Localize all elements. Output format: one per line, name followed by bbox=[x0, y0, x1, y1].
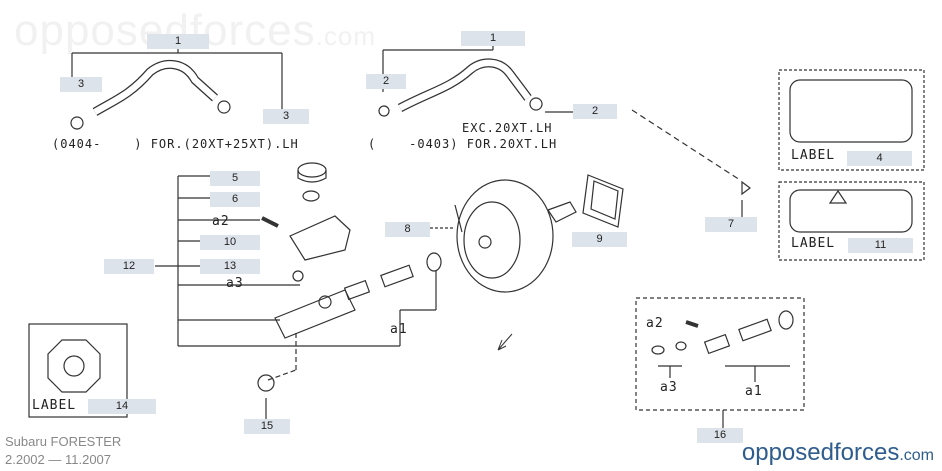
subpart-a3: a3 bbox=[226, 276, 244, 291]
callout-14[interactable]: 14 bbox=[88, 399, 156, 414]
subpart-a1: a1 bbox=[390, 322, 408, 337]
callout-16[interactable]: 16 bbox=[697, 428, 743, 443]
callout-5[interactable]: 5 bbox=[210, 171, 260, 186]
reservoir-cap bbox=[297, 162, 327, 178]
label-4-box bbox=[778, 69, 925, 171]
brand-logo[interactable]: opposedforces.com bbox=[742, 439, 934, 467]
master-cylinder-body bbox=[274, 289, 356, 339]
brake-booster bbox=[454, 179, 577, 293]
master-cylinder-bracket bbox=[155, 175, 437, 347]
callout-7[interactable]: 7 bbox=[705, 217, 757, 232]
callout-3-right[interactable]: 3 bbox=[263, 109, 309, 124]
callout-1-right[interactable]: 1 bbox=[461, 31, 525, 46]
callout-8[interactable]: 8 bbox=[385, 222, 430, 237]
brand-suffix: .com bbox=[899, 447, 934, 464]
booster-gasket bbox=[582, 174, 624, 228]
footer-info: Subaru FORESTER 2.2002 — 11.2007 bbox=[5, 433, 121, 469]
footer-dates: 2.2002 — 11.2007 bbox=[5, 452, 112, 467]
callout-15[interactable]: 15 bbox=[244, 419, 290, 434]
callout-12[interactable]: 12 bbox=[104, 259, 154, 274]
watermark-suffix: .com bbox=[315, 21, 376, 51]
callout-13[interactable]: 13 bbox=[200, 259, 260, 274]
brand-main: opposedforces bbox=[741, 439, 900, 466]
piston-kit-a1 bbox=[343, 252, 442, 301]
label-11-box bbox=[778, 181, 925, 261]
label-4-text: LABEL bbox=[791, 148, 836, 163]
label-14-box bbox=[28, 323, 128, 418]
note-right-1: EXC.20XT.LH bbox=[462, 121, 553, 135]
callout-6[interactable]: 6 bbox=[210, 192, 260, 207]
callout-11[interactable]: 11 bbox=[848, 238, 913, 253]
octagon-icon bbox=[47, 339, 101, 393]
callout-10[interactable]: 10 bbox=[200, 235, 260, 250]
repair-kit-box bbox=[635, 297, 805, 411]
note-left: (0404- ) FOR.(20XT+25XT).LH bbox=[52, 137, 299, 151]
callout-3-left[interactable]: 3 bbox=[60, 77, 102, 92]
callout-2-left[interactable]: 2 bbox=[366, 74, 406, 89]
reservoir-tank bbox=[289, 215, 351, 261]
label-14-text: LABEL bbox=[32, 398, 77, 413]
callout-4[interactable]: 4 bbox=[847, 151, 912, 166]
callout-9[interactable]: 9 bbox=[572, 232, 627, 247]
note-right-2: ( -0403) FOR.20XT.LH bbox=[368, 137, 558, 151]
callout-1-left[interactable]: 1 bbox=[147, 34, 209, 49]
kit-a2: a2 bbox=[646, 316, 664, 331]
subpart-a2: a2 bbox=[212, 214, 230, 229]
footer-model: Subaru FORESTER bbox=[5, 434, 122, 449]
kit-a1: a1 bbox=[745, 384, 763, 399]
warning-triangle-icon bbox=[828, 189, 848, 204]
label-11-text: LABEL bbox=[791, 236, 836, 251]
callout-2-right[interactable]: 2 bbox=[573, 104, 617, 119]
vacuum-hose-right bbox=[378, 44, 580, 117]
vacuum-hose-left bbox=[70, 44, 283, 130]
kit-a3: a3 bbox=[660, 380, 678, 395]
